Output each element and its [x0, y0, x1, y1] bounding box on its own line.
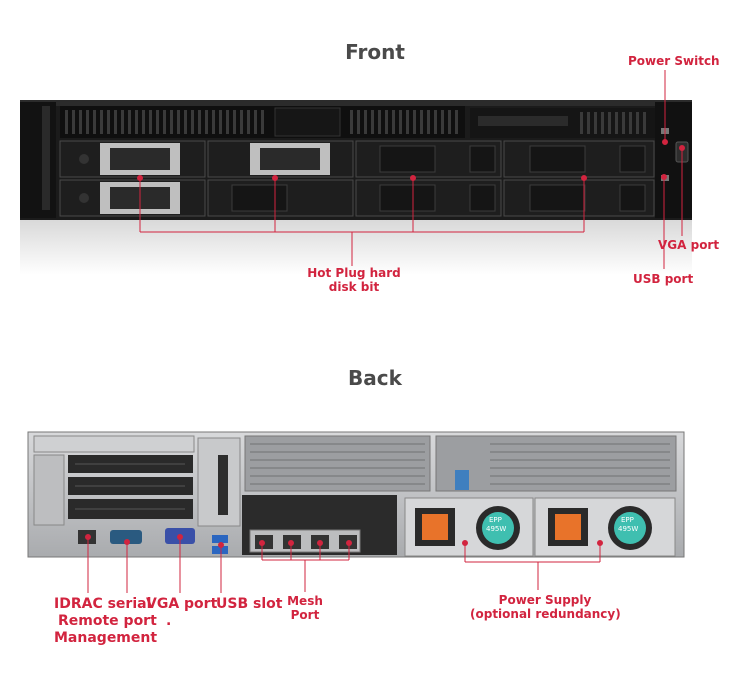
psu-brand-1: EPP — [489, 516, 502, 524]
power-switch-label: Power Switch — [628, 54, 720, 68]
idrac-label: IDRAC serial Remote port Management — [54, 596, 157, 647]
front-vga-port-label: VGA port — [658, 238, 720, 252]
idrac-label-line3: Management — [54, 630, 158, 646]
front-usb-port-label: USB port — [633, 272, 694, 286]
back-callouts — [85, 534, 603, 593]
power-supply-label-line2: (optional redundancy) — [470, 607, 621, 621]
front-callouts — [137, 70, 685, 269]
psu-brand-2: EPP — [621, 516, 634, 524]
hot-plug-label: Hot Plug hard disk bit — [300, 266, 408, 294]
psu-rating-1: 495W — [486, 525, 507, 533]
drive-bays — [59, 140, 655, 217]
idrac-label-line1: IDRAC serial — [54, 596, 152, 612]
power-supply-label: Power Supply (optional redundancy) — [470, 593, 621, 621]
hot-plug-label-line1: Hot Plug hard — [307, 266, 401, 280]
usb-slot-label: USB slot — [216, 596, 283, 612]
front-title: Front — [345, 40, 405, 64]
front-chassis — [20, 100, 692, 220]
psu-rating-2: 495W — [618, 525, 639, 533]
mesh-port-label-line2: Port — [290, 608, 320, 622]
power-supply-label-line1: Power Supply — [498, 593, 592, 607]
mesh-port-label-line1: Mesh — [287, 594, 323, 608]
hot-plug-label-line2: disk bit — [328, 280, 380, 294]
back-chassis — [27, 431, 685, 558]
idrac-label-line2: Remote port — [58, 613, 157, 629]
back-vga-port-label: VGA port . — [146, 596, 217, 630]
mesh-port-label: Mesh Port — [280, 594, 330, 622]
back-vga-port-label-text: VGA port — [146, 596, 218, 612]
back-vga-dot: . — [166, 613, 172, 629]
back-title: Back — [348, 366, 402, 390]
front-reflection — [20, 220, 692, 275]
